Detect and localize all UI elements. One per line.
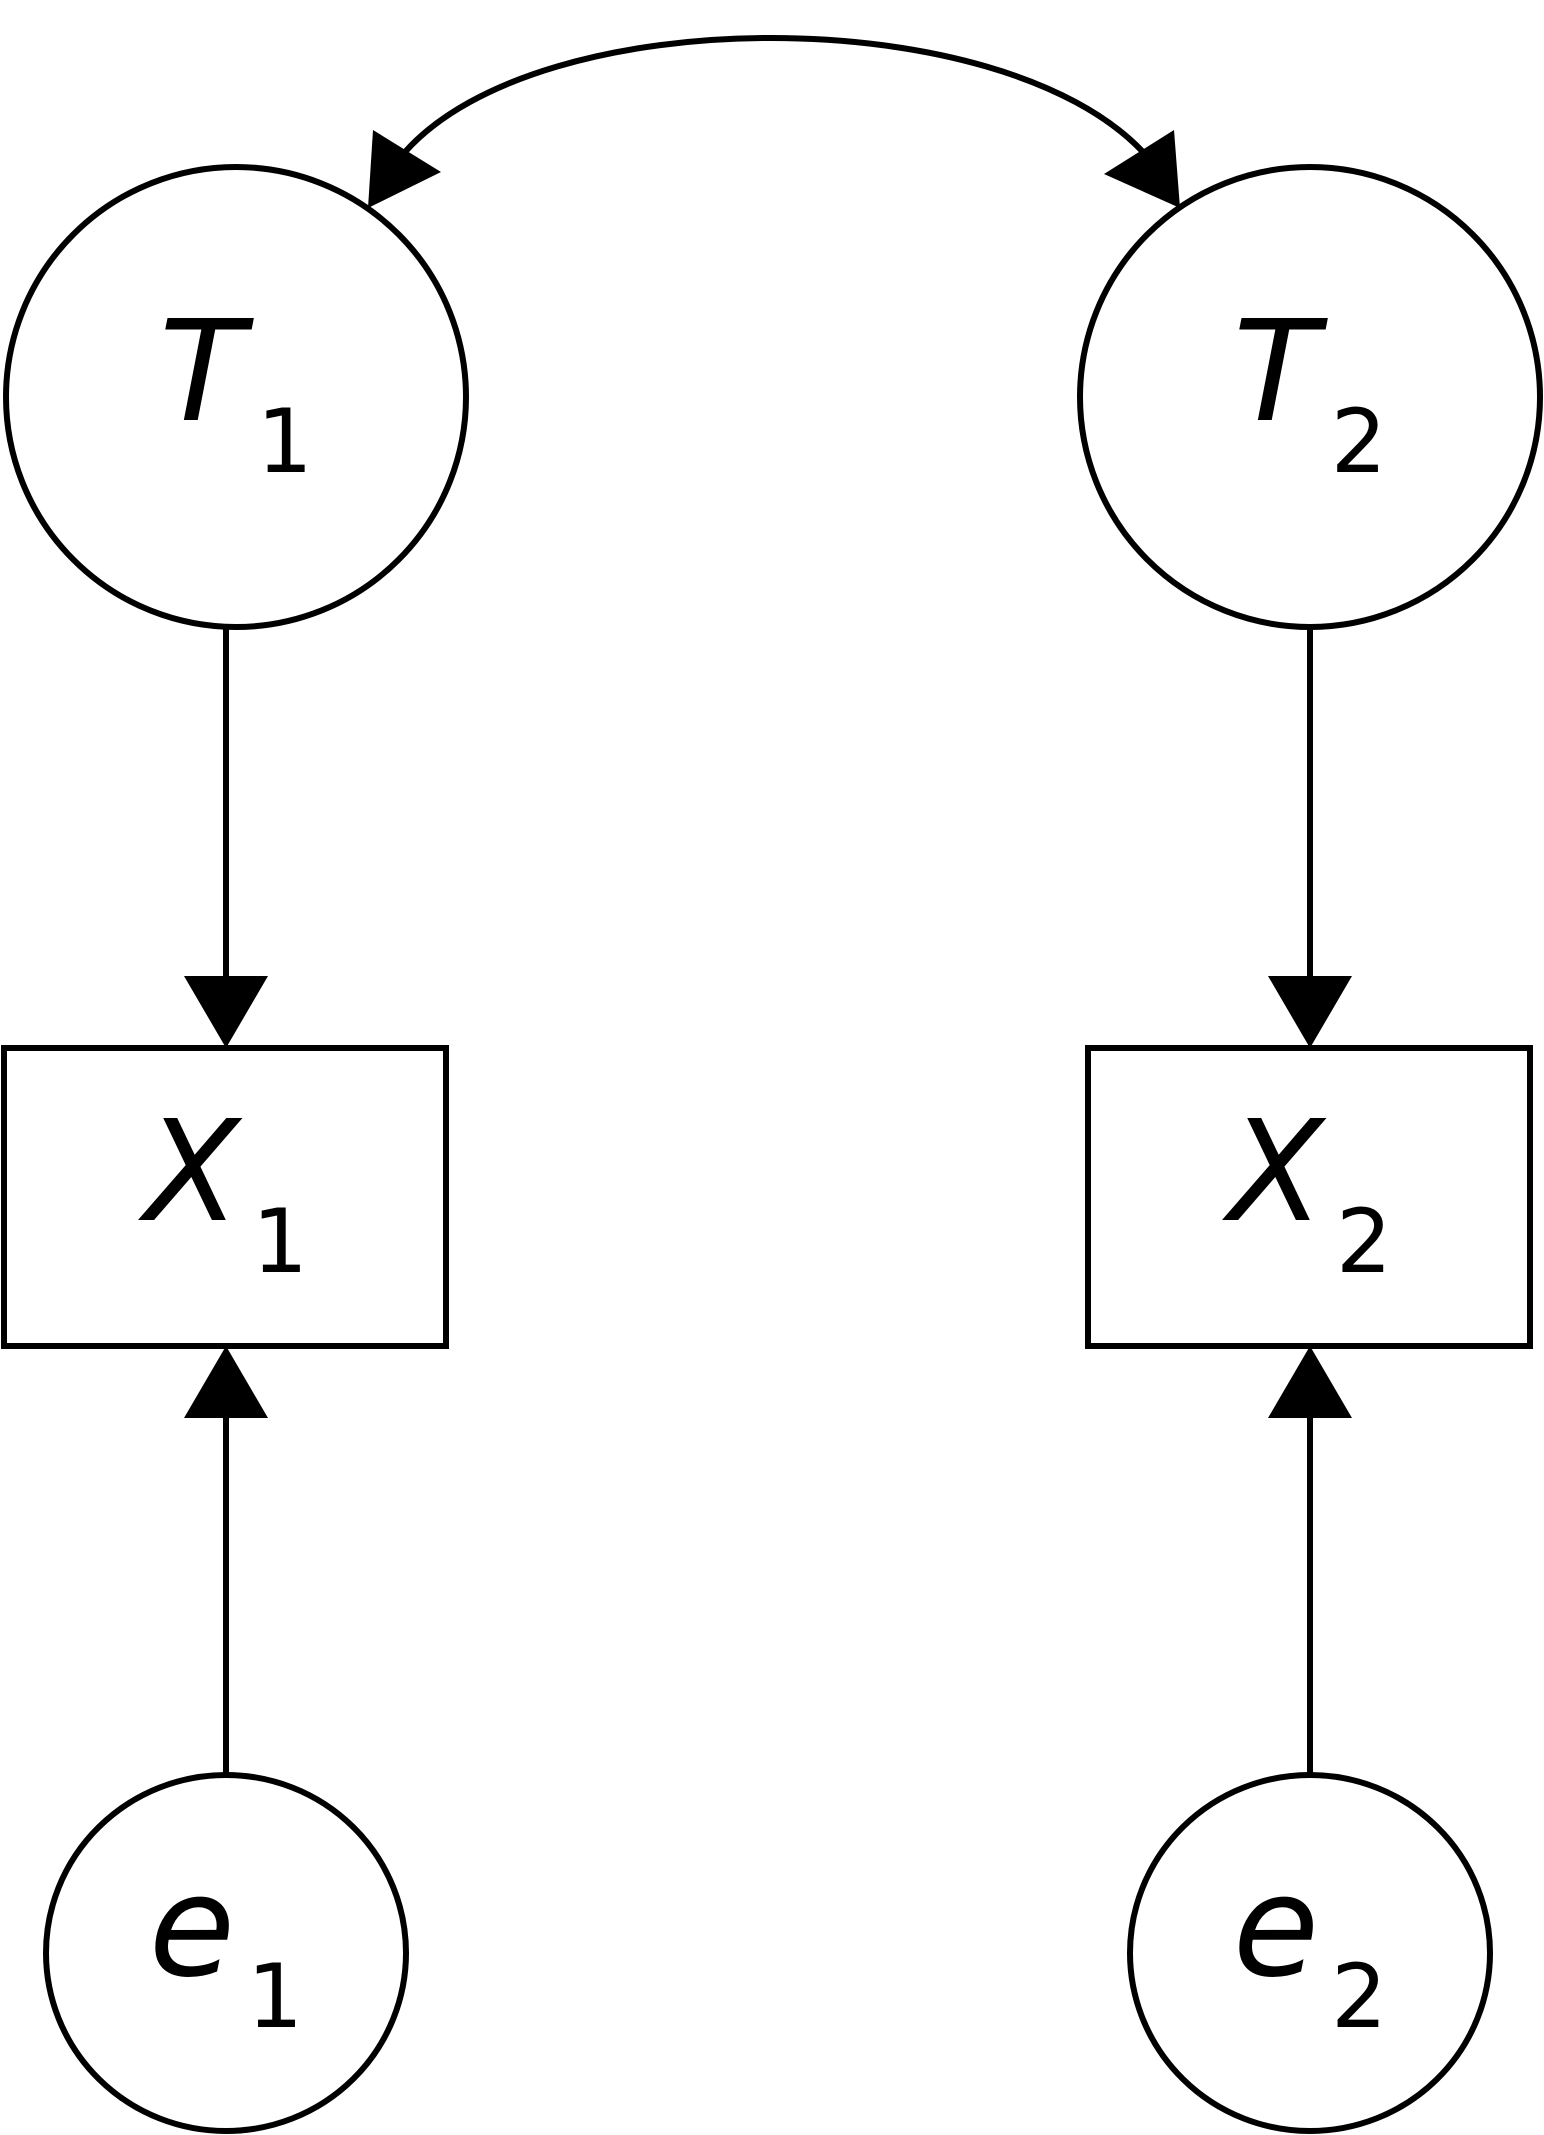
node-e1-circle — [43, 1772, 409, 2134]
svg-text:e1: e1 — [149, 1846, 303, 2048]
node-e2-subscript: 2 — [1331, 1945, 1387, 2048]
node-e2-symbol: e — [1233, 1846, 1319, 2009]
svg-text:X1: X1 — [137, 1091, 308, 1293]
node-e2-circle — [1127, 1772, 1493, 2134]
node-X2-box — [1085, 1045, 1533, 1349]
arrowhead-into-T1 — [368, 130, 441, 208]
node-T1-circle — [3, 164, 469, 630]
node-T2-circle — [1077, 164, 1543, 630]
arrowhead-into-X2-top — [1268, 976, 1352, 1048]
svg-text:e2: e2 — [1233, 1846, 1387, 2048]
node-X1-box — [1, 1045, 449, 1349]
arrowhead-into-X1-bottom — [184, 1346, 268, 1418]
node-T2-symbol: T — [1233, 291, 1328, 454]
node-T1-subscript: 1 — [257, 390, 313, 493]
node-X1-subscript: 1 — [252, 1190, 308, 1293]
svg-text:T2: T2 — [1233, 291, 1387, 493]
arrowhead-into-X1-top — [184, 976, 268, 1048]
node-e1-subscript: 1 — [247, 1945, 303, 2048]
svg-text:T1: T1 — [159, 291, 313, 493]
svg-text:X2: X2 — [1221, 1091, 1392, 1293]
node-X1-symbol: X — [137, 1091, 243, 1254]
node-X2-symbol: X — [1221, 1091, 1327, 1254]
arrowhead-into-X2-bottom — [1268, 1346, 1352, 1418]
node-e1-symbol: e — [149, 1846, 235, 2009]
covariance-arc-T1-T2 — [402, 35, 1146, 155]
node-X2-subscript: 2 — [1336, 1190, 1392, 1293]
node-T2-subscript: 2 — [1331, 390, 1387, 493]
node-T1-symbol: T — [159, 291, 254, 454]
arrowhead-into-T2 — [1104, 130, 1180, 208]
